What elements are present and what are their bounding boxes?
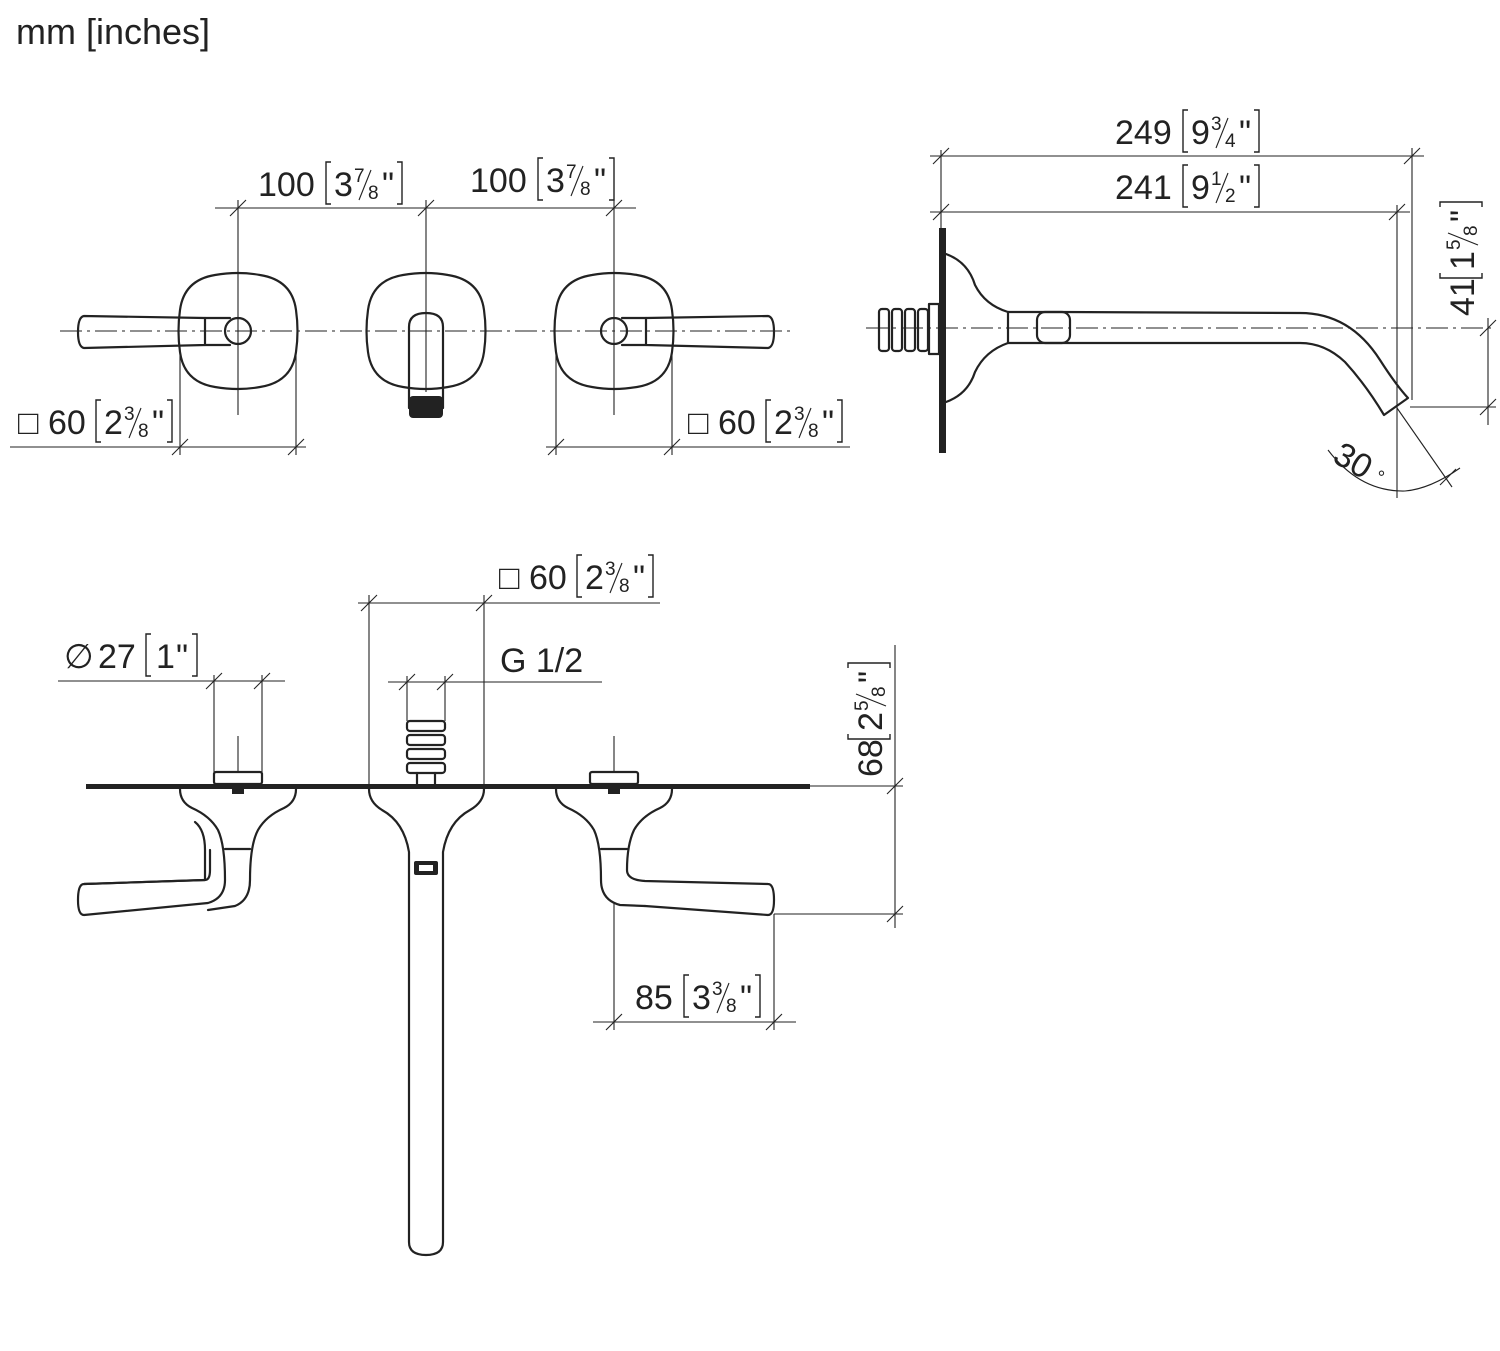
spout-drop-mm: 41: [1444, 278, 1482, 316]
left-cover-plate: [177, 271, 299, 391]
plate-right-dimension: □ 60 2 3 8 ": [546, 352, 850, 456]
handle-reach-mm: 85: [635, 979, 673, 1017]
right-cover-plate: [553, 271, 675, 391]
center-spout-top: [367, 719, 486, 1257]
left-valve-top: [76, 736, 298, 917]
handle-reach-num: 3: [712, 979, 723, 1000]
spacing-left-den: 8: [368, 183, 379, 204]
spout-drop-den: 8: [1461, 225, 1482, 236]
svg-text:": ": [822, 404, 834, 442]
handle-reach-den: 8: [726, 996, 737, 1017]
spacing-left-num: 7: [354, 166, 365, 187]
plate-square-dimension: □ 60 2 3 8 ": [358, 554, 660, 789]
thread-dimension: G 1/2: [388, 642, 602, 721]
plate-right-symbol: □: [688, 404, 709, 442]
handle-reach-dimension: 85 3 3 8 ": [593, 903, 796, 1031]
svg-text:": ": [1239, 169, 1251, 207]
svg-text:": ": [594, 162, 606, 200]
center-spout: [365, 200, 487, 418]
right-valve: [553, 200, 776, 415]
handle-reach-whole: 3: [692, 979, 711, 1017]
diameter-mm: 27: [98, 638, 136, 676]
projection-den: 8: [869, 686, 890, 697]
wall-plate: [939, 228, 946, 453]
front-view: 100 3 7 8 " 100 3 7 8 " □ 60: [10, 157, 850, 456]
spacing-right-whole: 3: [546, 162, 565, 200]
plate-left-num: 3: [124, 404, 135, 425]
angle-unit: °: [1370, 467, 1387, 489]
plate-square-symbol: □: [499, 559, 520, 597]
spacing-right-mm: 100: [470, 162, 527, 200]
spacing-left-whole: 3: [334, 166, 353, 204]
plate-left-den: 8: [138, 421, 149, 442]
plate-square-num: 3: [605, 559, 616, 580]
threaded-connector: [877, 302, 941, 356]
spout-drop-whole: 1: [1444, 251, 1482, 270]
svg-text:": ": [1444, 210, 1482, 222]
right-valve-top: [554, 736, 776, 917]
spacing-right-den: 8: [580, 179, 591, 200]
left-lever-handle[interactable]: [76, 314, 207, 350]
plate-left-symbol: □: [18, 404, 39, 442]
plate-left-dimension: □ 60 2 3 8 ": [10, 352, 306, 456]
projection-whole: 2: [852, 712, 890, 731]
spout-body: [944, 252, 1410, 417]
svg-text:": ": [633, 559, 645, 597]
wall-line: [86, 784, 810, 789]
spout-length-mm: 241: [1115, 169, 1172, 207]
projection-num: 5: [852, 700, 873, 711]
diameter-symbol: ∅: [64, 638, 94, 676]
spout-aerator: [409, 396, 443, 418]
plate-square-den: 8: [619, 576, 630, 597]
overall-length-den: 4: [1225, 131, 1236, 152]
spout-length-whole: 9: [1191, 169, 1210, 207]
spacing-left-mm: 100: [258, 166, 315, 204]
unit-label: mm [inches]: [16, 11, 210, 52]
projection-dimension: 68 2 5 8 ": [774, 645, 904, 928]
left-valve: [76, 200, 299, 415]
diameter-dimension: ∅ 27 1 ": [58, 633, 285, 772]
spout-tube: [367, 787, 486, 1257]
right-lever-handle[interactable]: [644, 314, 776, 350]
top-view: □ 60 2 3 8 " ∅ 27 1 ": [58, 554, 904, 1257]
plate-right-num: 3: [794, 404, 805, 425]
svg-text:": ": [852, 671, 890, 683]
plate-left-whole: 2: [104, 404, 123, 442]
spacing-right-num: 7: [566, 162, 577, 183]
svg-text:": ": [152, 404, 164, 442]
svg-text:": ": [740, 979, 752, 1017]
plate-right-mm: 60: [718, 404, 756, 442]
svg-text:": ": [1239, 114, 1251, 152]
angle-arc: [1327, 449, 1461, 492]
plate-square-mm: 60: [529, 559, 567, 597]
overall-length-mm: 249: [1115, 114, 1172, 152]
plate-right-whole: 2: [774, 404, 793, 442]
angle-value: 30: [1327, 435, 1379, 487]
overall-length-num: 3: [1211, 114, 1222, 135]
spout-collar: [1035, 310, 1072, 345]
thread-label: G 1/2: [500, 642, 583, 680]
svg-text:": ": [382, 166, 394, 204]
projection-mm: 68: [852, 739, 890, 777]
diameter-inch: 1: [156, 638, 175, 676]
svg-text:": ": [176, 638, 188, 676]
plate-left-mm: 60: [48, 404, 86, 442]
plate-square-whole: 2: [585, 559, 604, 597]
overall-length-whole: 9: [1191, 114, 1210, 152]
spout-length-den: 2: [1225, 186, 1236, 207]
spout-length-num: 1: [1211, 169, 1222, 190]
spout-drop-num: 5: [1444, 239, 1465, 250]
spacing-dimension: 100 3 7 8 " 100 3 7 8 ": [215, 157, 636, 217]
plate-right-den: 8: [808, 421, 819, 442]
center-cover-plate: [365, 271, 487, 391]
side-view: 249 9 3 4 " 241 9 1 2 " 41 1 5 8: [866, 109, 1497, 498]
